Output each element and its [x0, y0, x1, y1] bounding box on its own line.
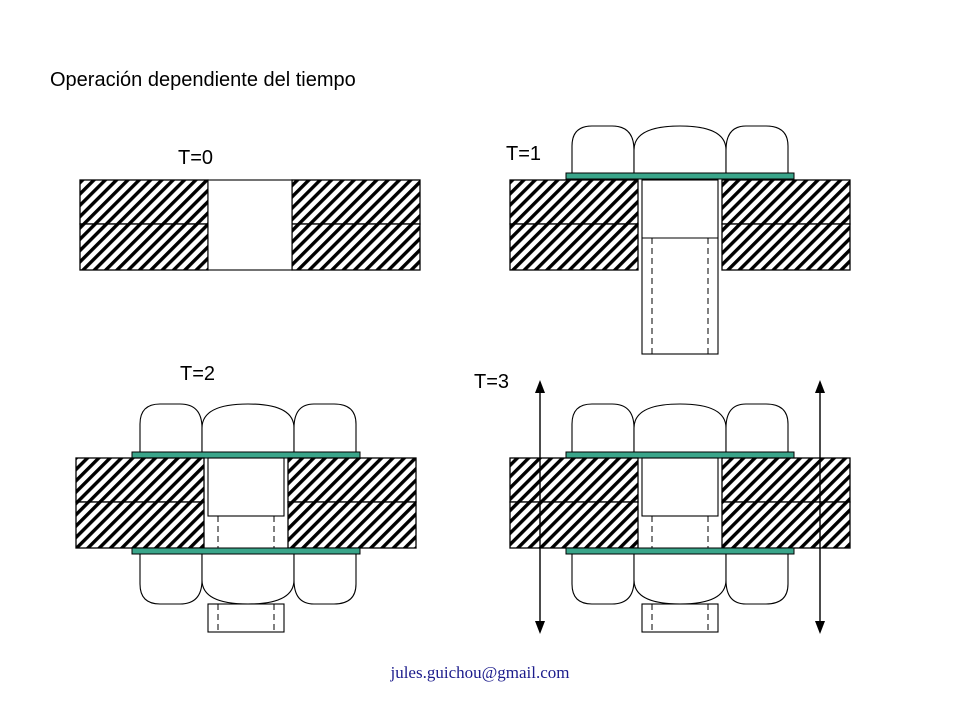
bolt-hole: [207, 179, 293, 271]
plate-top-right: [721, 457, 851, 503]
stage-label-t0: T=0: [178, 147, 213, 169]
stage-label-t1: T=1: [506, 143, 541, 165]
nut-top-left-face: [139, 403, 203, 453]
bolt-tail: [641, 603, 719, 633]
nut-left-face: [571, 125, 635, 175]
stage-t2: T=2: [75, 363, 417, 633]
arrow-down-icon: [815, 621, 825, 634]
nut-bottom-right-face: [293, 553, 357, 605]
nut-top-center-face: [201, 403, 295, 453]
plate-bottom-left: [509, 501, 639, 549]
bolt-shank: [207, 457, 285, 517]
plate-top-right: [287, 457, 417, 503]
plate-bottom-left: [75, 501, 205, 549]
stage-t1: T=1: [506, 125, 851, 355]
plate-bottom-left: [509, 223, 639, 271]
washer-top: [565, 451, 795, 459]
arrow-up-icon: [815, 380, 825, 393]
arrow-up-icon: [535, 380, 545, 393]
nut-bottom-right-face: [725, 553, 789, 605]
footer-email: jules.guichou@gmail.com: [389, 663, 569, 682]
nut-top-center-face: [633, 403, 727, 453]
nut-right-face: [725, 125, 789, 175]
plate-top-right: [721, 179, 851, 225]
stage-t0: T=0: [79, 147, 421, 271]
nut-bottom-left-face: [571, 553, 635, 605]
nut-top-right-face: [725, 403, 789, 453]
nut-center-face: [633, 125, 727, 175]
plate-top-left: [509, 179, 639, 225]
nut-bottom-left-face: [139, 553, 203, 605]
washer-top: [131, 451, 361, 459]
plate-bottom-left: [79, 223, 209, 271]
plate-bottom-right: [291, 223, 421, 271]
stage-t3: T=3: [474, 371, 851, 634]
stage-label-t2: T=2: [180, 363, 215, 385]
plate-top-right: [291, 179, 421, 225]
arrow-down-icon: [535, 621, 545, 634]
plate-bottom-right: [287, 501, 417, 549]
bolt-shank: [641, 179, 719, 355]
nut-bottom-center-face: [201, 553, 295, 605]
plate-bottom-right: [721, 223, 851, 271]
stage-label-t3: T=3: [474, 371, 509, 393]
washer-bottom: [131, 547, 361, 555]
page-title: Operación dependiente del tiempo: [50, 69, 356, 91]
load-arrow-left: [535, 380, 545, 634]
plate-top-left: [509, 457, 639, 503]
washer-top: [565, 172, 795, 180]
washer-bottom: [565, 547, 795, 555]
nut-bottom-center-face: [633, 553, 727, 605]
bolt-tail: [207, 603, 285, 633]
bolt-shank: [641, 457, 719, 517]
plate-top-left: [79, 179, 209, 225]
load-arrow-right: [815, 380, 825, 634]
plate-bottom-right: [721, 501, 851, 549]
nut-top-right-face: [293, 403, 357, 453]
plate-top-left: [75, 457, 205, 503]
nut-top-left-face: [571, 403, 635, 453]
